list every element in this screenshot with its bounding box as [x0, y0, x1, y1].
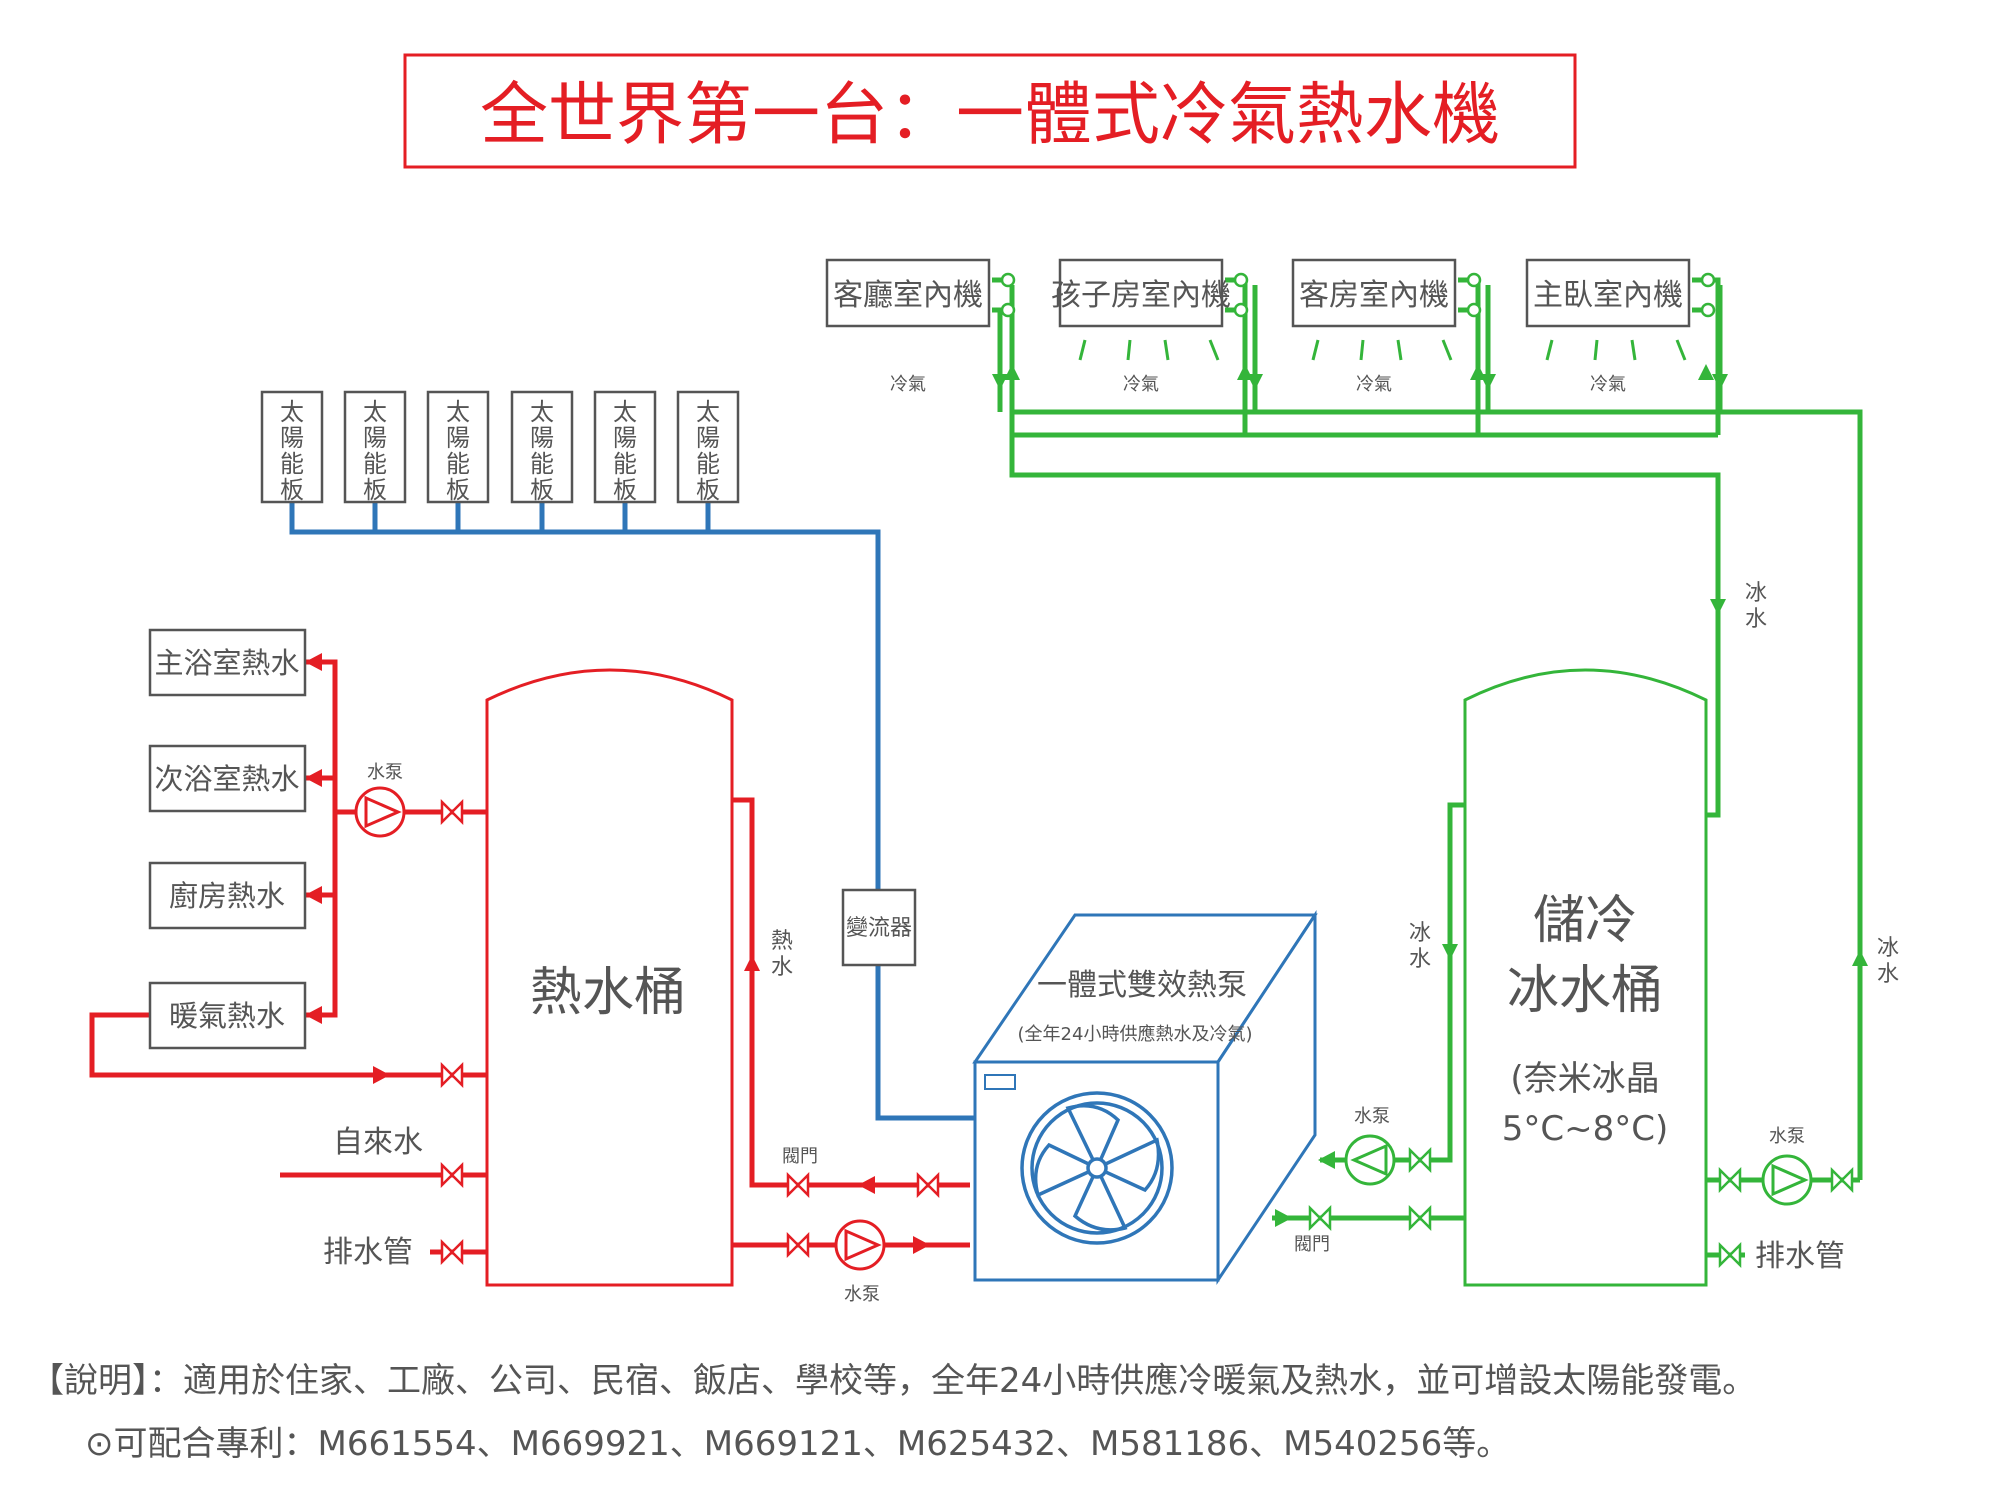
hot-valves: [440, 798, 940, 1266]
indoor-unit-4-label: 主臥室內機: [1533, 278, 1683, 313]
solar-panel-6-char-2: 陽: [696, 424, 720, 452]
indoor-unit-1-label: 客廳室內機: [833, 278, 983, 313]
solar-panel-5-char-2: 陽: [613, 424, 637, 452]
outlet-2: [148, 744, 307, 813]
outlet-3: [148, 861, 307, 930]
cold-tank-line-3: (奈米冰晶: [1510, 1059, 1659, 1099]
outlet-3-label: 廚房熱水: [169, 879, 285, 913]
solar-panel-3-char-4: 板: [446, 476, 470, 504]
cold-air-label-2: 冷氣: [1123, 374, 1159, 395]
indoor-valves: [1000, 272, 1716, 318]
pump-label-left: 水泵: [367, 762, 403, 783]
cold-pipe-arrows: [1275, 944, 1458, 1227]
solar-panel-2-char-3: 能: [363, 450, 387, 478]
solar-panel-1-char-1: 太: [280, 398, 304, 426]
cold-tank: [1463, 668, 1708, 1287]
heat-pump-title: 一體式雙效熱泵: [1037, 968, 1247, 1003]
solar-panel-2-char-4: 板: [363, 476, 387, 504]
note-line-2: ⊙可配合專利：M661554、M669921、M669121、M625432、M…: [85, 1424, 1510, 1464]
solar-panel-5-char-3: 能: [613, 450, 637, 478]
ice-water-label-top-1: 冰: [1745, 581, 1767, 606]
outlet-1: [148, 628, 307, 697]
note-line-1: 【說明】：適用於住家、工廠、公司、民宿、飯店、學校等，全年24小時供應冷暖氣及熱…: [30, 1361, 1756, 1401]
hot-pump-left-arrow: [364, 795, 402, 829]
cold-tank-title-1: 儲冷: [1533, 891, 1637, 951]
inverter-label: 變流器: [846, 916, 912, 941]
solar-panel-3-char-3: 能: [446, 450, 470, 478]
solar-panel-2-char-2: 陽: [363, 424, 387, 452]
solar-panel-1-char-3: 能: [280, 450, 304, 478]
heat-pump-indicator: [984, 1074, 1016, 1090]
hot-tank-label: 熱水桶: [530, 963, 686, 1023]
solar-panel-4-char-3: 能: [530, 450, 554, 478]
heat-pump-subtitle: (全年24小時供應熱水及冷氣): [1018, 1023, 1253, 1045]
solar-panel-2-char-1: 太: [363, 398, 387, 426]
solar-panel-1-char-2: 陽: [280, 424, 304, 452]
fan-icon: [1020, 1091, 1174, 1245]
solar-panel-4-char-4: 板: [530, 476, 554, 504]
indoor-unit-1: [825, 258, 991, 328]
ice-water-label-right-1: 冰: [1877, 936, 1899, 961]
drain-label-left: 排水管: [323, 1235, 413, 1270]
pump-label-cold-right: 水泵: [1769, 1126, 1805, 1147]
solar-panel-1-char-4: 板: [280, 476, 304, 504]
page-title: 全世界第一台：一體式冷氣熱水機: [480, 76, 1500, 155]
outlet-2-label: 次浴室熱水: [154, 762, 299, 796]
hot-water-label-1: 熱: [771, 929, 793, 954]
ice-water-label-left-2: 水: [1409, 947, 1431, 972]
cold-pump-left-arrow: [1350, 1143, 1388, 1177]
inverter-box: [841, 888, 917, 967]
cold-air-label-1: 冷氣: [890, 374, 926, 395]
hot-pump-bottom-arrow: [844, 1228, 882, 1262]
cold-flow-arrows: [992, 364, 1868, 966]
outlet-4: [148, 981, 307, 1050]
tap-water-label: 自來水: [333, 1125, 423, 1160]
solar-line: [289, 502, 975, 1121]
cold-air-markers: [1078, 339, 1687, 361]
ice-water-label-top-2: 水: [1745, 607, 1767, 632]
outlet-4-label: 暖氣熱水: [169, 999, 285, 1033]
valve-label-cold: 閥門: [1294, 1234, 1330, 1255]
solar-panel-6-char-3: 能: [696, 450, 720, 478]
solar-panel-3-char-2: 陽: [446, 424, 470, 452]
hot-flow-arrows: [305, 653, 930, 1254]
indoor-unit-2-label: 孩子房室內機: [1051, 278, 1231, 313]
pump-label-bottom: 水泵: [844, 1284, 880, 1305]
indoor-unit-4: [1525, 258, 1691, 328]
solar-panel-5-char-1: 太: [613, 398, 637, 426]
solar-panel-3-char-1: 太: [446, 398, 470, 426]
solar-panel-6-char-1: 太: [696, 398, 720, 426]
indoor-unit-3-label: 客房室內機: [1299, 278, 1449, 313]
valve-label-hot: 閥門: [782, 1146, 818, 1167]
hot-water-label-2: 水: [771, 955, 793, 980]
indoor-unit-3: [1291, 258, 1457, 328]
drain-label-right: 排水管: [1755, 1239, 1845, 1274]
solar-panel-4-char-2: 陽: [530, 424, 554, 452]
cold-valves: [1308, 1146, 1854, 1269]
indoor-unit-2: [1058, 258, 1224, 328]
title-box: [403, 53, 1577, 169]
ice-water-label-right-2: 水: [1877, 962, 1899, 987]
pump-label-cold-left: 水泵: [1354, 1106, 1390, 1127]
outlet-1-label: 主浴室熱水: [154, 646, 299, 680]
cold-tank-title-2: 冰水桶: [1507, 961, 1663, 1021]
solar-panel-6-char-4: 板: [696, 476, 720, 504]
cold-air-label-3: 冷氣: [1356, 374, 1392, 395]
ice-water-label-left-1: 冰: [1409, 921, 1431, 946]
solar-panel-5-char-4: 板: [613, 476, 637, 504]
cold-air-label-4: 冷氣: [1590, 374, 1626, 395]
solar-panels: [260, 390, 740, 504]
cold-pump-right-arrow: [1771, 1163, 1809, 1197]
hot-tank: [485, 668, 734, 1287]
solar-panel-4-char-1: 太: [530, 398, 554, 426]
cold-tank-line-4: 5°C~8°C): [1502, 1109, 1669, 1149]
